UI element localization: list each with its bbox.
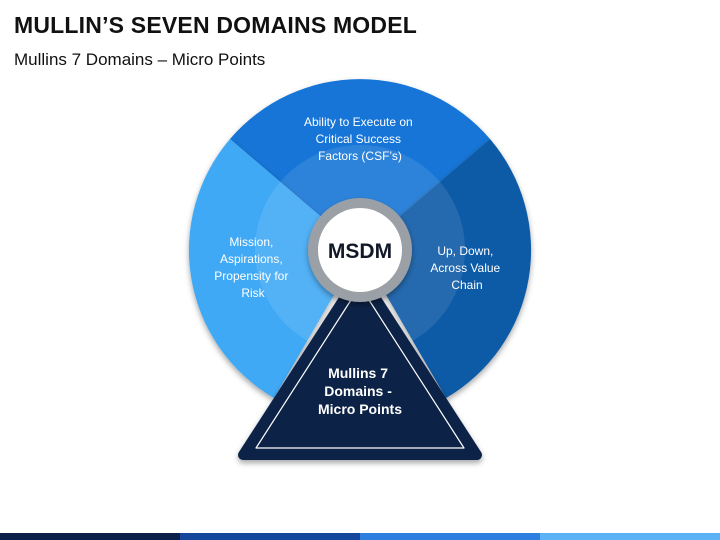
triangle-line: Mullins 7 (328, 365, 388, 381)
page-subtitle: Mullins 7 Domains – Micro Points (14, 50, 266, 69)
segment-left-line: Propensity for (214, 269, 288, 283)
bottom-accent-bar (0, 533, 720, 540)
segment-top-line: Factors (CSF’s) (318, 149, 402, 163)
page-title: MULLIN’S SEVEN DOMAINS MODEL (14, 12, 418, 38)
triangle-line: Micro Points (318, 401, 402, 417)
bottom-bar-stripe (180, 533, 360, 540)
bottom-bar-stripe (360, 533, 540, 540)
triangle-inner-outline (255, 285, 465, 449)
bottom-bar-stripe (0, 533, 180, 540)
segment-left-line: Mission, (229, 235, 273, 249)
segment-right-line: Chain (451, 278, 482, 292)
center-label: MSDM (328, 240, 392, 263)
segment-left-line: Risk (241, 286, 265, 300)
segment-top-label: Ability to Execute on Critical Success F… (304, 115, 416, 163)
segment-right-line: Up, Down, (437, 244, 493, 258)
segment-left-label: Mission, Aspirations, Propensity for Ris… (214, 235, 291, 300)
segment-right-label: Up, Down, Across Value Chain (430, 244, 503, 292)
pyramid-triangle (238, 269, 482, 460)
segment-left (188, 139, 360, 398)
segment-top-line: Critical Success (316, 132, 401, 146)
segment-right (360, 139, 532, 398)
segment-right-line: Across Value (430, 261, 500, 275)
segment-top-line: Ability to Execute on (304, 115, 413, 129)
bottom-bar-stripe (540, 533, 720, 540)
center-disc (318, 208, 402, 292)
triangle-line: Domains - (324, 383, 392, 399)
segment-top (230, 79, 490, 250)
triangle-label: Mullins 7 Domains - Micro Points (318, 365, 402, 417)
segment-left-line: Aspirations, (220, 252, 283, 266)
